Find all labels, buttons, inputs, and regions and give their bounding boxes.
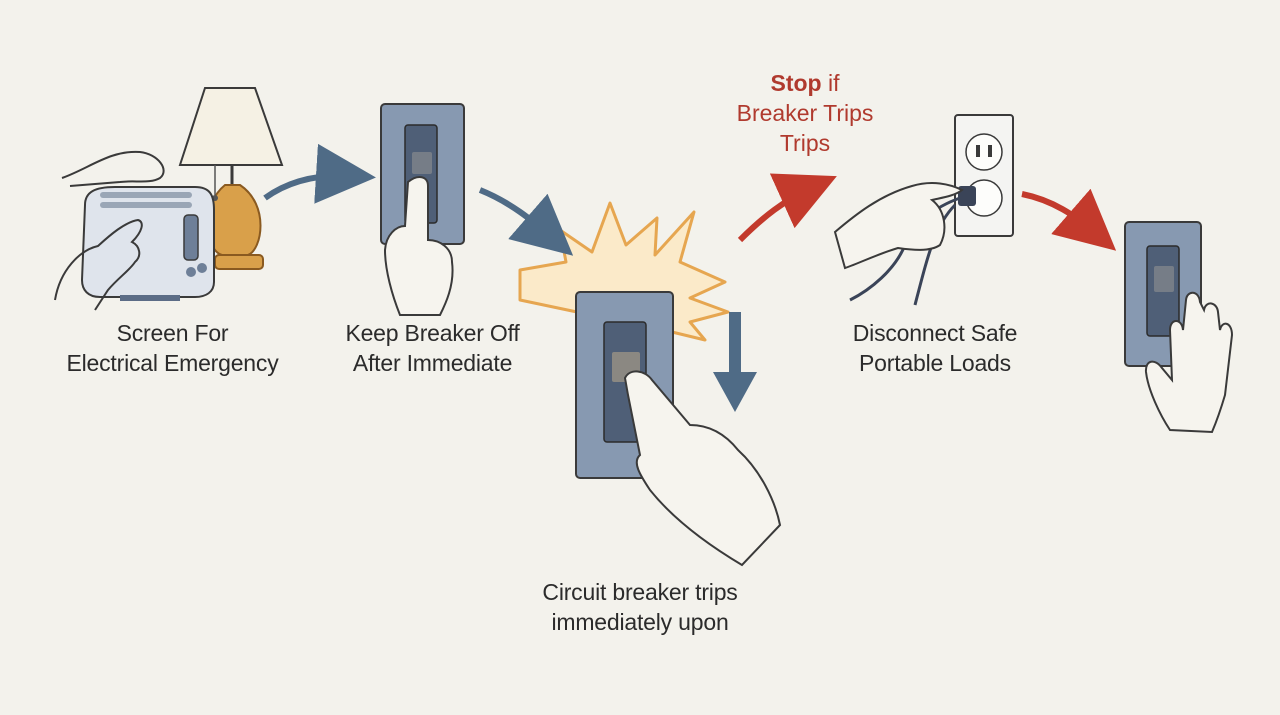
step-label-disconnect: Disconnect Safe Portable Loads bbox=[830, 318, 1040, 378]
step-label-trips: Circuit breaker trips immediately upon bbox=[515, 577, 765, 637]
hand-icon bbox=[833, 182, 964, 270]
open-palm-icon bbox=[1144, 291, 1234, 434]
hand-icon bbox=[383, 176, 454, 316]
step-label-line: Disconnect Safe bbox=[852, 320, 1018, 346]
step-label-line: Portable Loads bbox=[859, 350, 1011, 376]
warning-arrow bbox=[737, 173, 837, 243]
step-label-line: Keep Breaker Off bbox=[345, 320, 520, 346]
step-label-line: After Immediate bbox=[352, 350, 513, 376]
toaster-icon bbox=[80, 186, 215, 301]
step-label-line: Electrical Emergency bbox=[66, 350, 279, 376]
stop-warning-line3: Trips bbox=[779, 130, 831, 156]
step-label-keep-off: Keep Breaker Off After Immediate bbox=[330, 318, 535, 378]
hand-icon bbox=[623, 370, 782, 567]
stop-warning: Stop if Breaker Trips Trips bbox=[725, 68, 885, 158]
warning-arrow bbox=[1021, 188, 1117, 251]
stop-warning-if: if bbox=[821, 70, 840, 96]
stop-warning-line2: Breaker Trips bbox=[736, 100, 874, 126]
spark-burst-icon bbox=[518, 201, 730, 342]
flow-arrow bbox=[478, 187, 574, 256]
step-label-line: immediately upon bbox=[551, 609, 729, 635]
hand-icon bbox=[54, 150, 165, 311]
down-arrow-icon bbox=[713, 312, 757, 412]
step-label-line: Circuit breaker trips bbox=[542, 579, 738, 605]
stop-warning-bold: Stop bbox=[770, 70, 822, 96]
step-label-screen: Screen For Electrical Emergency bbox=[50, 318, 295, 378]
outlet-icon bbox=[954, 114, 1014, 237]
flow-arrow bbox=[263, 143, 376, 204]
step-label-line: Screen For bbox=[116, 320, 229, 346]
